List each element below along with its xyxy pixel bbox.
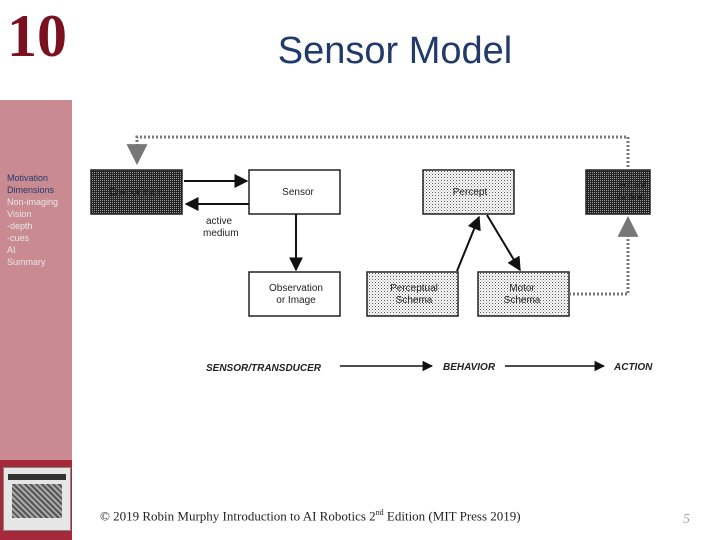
slide-title: Sensor Model: [277, 30, 513, 72]
nav-item-dimensions[interactable]: Dimensions: [7, 185, 55, 195]
medium-label: medium: [203, 228, 239, 239]
perceptual-label: Perceptual: [390, 283, 438, 294]
nav-item-depth[interactable]: -depth: [7, 221, 33, 231]
robot-action-box: [585, 169, 651, 215]
motor-schema-box: [477, 271, 570, 317]
feedback-loop-arrow: [126, 135, 630, 167]
caption-sensor-transducer: SENSOR/TRANSDUCER: [206, 363, 322, 374]
caption-behavior: BEHAVIOR: [443, 362, 496, 373]
action-label: Action: [617, 192, 645, 203]
footer-superscript: nd: [375, 508, 384, 517]
footer-text-end: Edition (MIT Press 2019): [383, 508, 521, 524]
percept-label: Percept: [453, 187, 488, 198]
observation-label: Observation: [269, 283, 323, 294]
book-cover-image: [3, 467, 71, 531]
motor-label: Motor: [509, 283, 535, 294]
nav-item-summary[interactable]: Summary: [7, 257, 46, 267]
nav-item-motivation[interactable]: Motivation: [7, 173, 49, 183]
sensor-label: Sensor: [282, 187, 314, 198]
perceptual-schema-label: Schema: [396, 295, 433, 306]
environment-label: Environment: [109, 187, 165, 198]
page-number: 5: [683, 512, 690, 527]
perceptual-schema-box: [366, 271, 459, 317]
active-label: active: [206, 216, 233, 227]
footer-text: © 2019 Robin Murphy Introduction to AI R…: [100, 508, 376, 524]
robot-label: Robot: [620, 180, 647, 191]
observation-box: [248, 271, 341, 317]
sidebar: [0, 100, 72, 460]
sidebar-nav: Motivation Dimensions Non-imaging Vision…: [7, 172, 58, 268]
motor-schema-label: Schema: [504, 295, 541, 306]
nav-item-ai[interactable]: AI: [7, 245, 16, 255]
caption-action: ACTION: [613, 362, 653, 373]
copyright-footer: © 2019 Robin Murphy Introduction to AI R…: [100, 508, 521, 524]
percept-box: [422, 169, 515, 215]
nav-item-cues[interactable]: -cues: [7, 233, 30, 243]
sensor-box: [248, 169, 341, 215]
nav-item-non-imaging[interactable]: Non-imaging: [7, 197, 59, 207]
motor-to-action-arrow: [569, 215, 639, 296]
chapter-number: 10: [7, 3, 67, 69]
nav-item-vision[interactable]: Vision: [7, 209, 32, 219]
perceptual-to-percept-arrow: [456, 215, 481, 272]
or-image-label: or Image: [276, 295, 316, 306]
percept-to-motor-arrow: [486, 214, 521, 272]
environment-box: [90, 169, 183, 215]
